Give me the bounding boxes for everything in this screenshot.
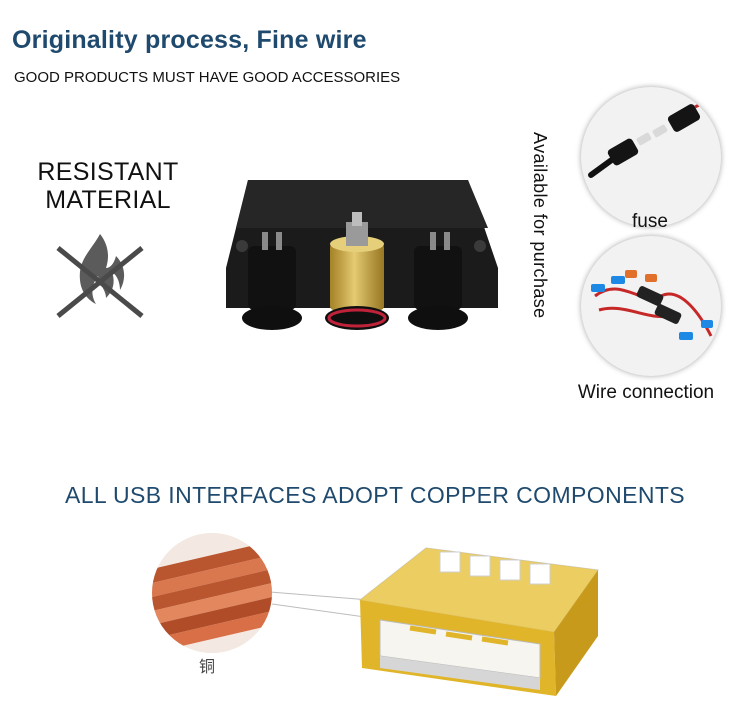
copper-sheets-image xyxy=(152,533,272,653)
page-subtitle: GOOD PRODUCTS MUST HAVE GOOD ACCESSORIES xyxy=(14,69,401,86)
fuse-label: fuse xyxy=(632,211,668,232)
wire-connection-image xyxy=(581,236,721,376)
available-for-purchase-label: Available for purchase xyxy=(530,132,550,319)
usb-port-cutaway-image xyxy=(340,540,600,710)
caption-line-2: MATERIAL xyxy=(45,186,171,214)
copper-label: 铜 xyxy=(199,657,216,676)
resistant-material-caption: RESISTANT MATERIAL xyxy=(34,158,182,214)
socket-panel-image xyxy=(218,168,508,348)
page-title: Originality process, Fine wire xyxy=(12,26,367,54)
no-fire-icon xyxy=(50,222,150,322)
fuse-image xyxy=(581,87,721,227)
wire-connection-label: Wire connection xyxy=(577,382,715,403)
caption-line-1: RESISTANT xyxy=(37,158,179,186)
usb-copper-heading: ALL USB INTERFACES ADOPT COPPER COMPONEN… xyxy=(64,482,686,508)
